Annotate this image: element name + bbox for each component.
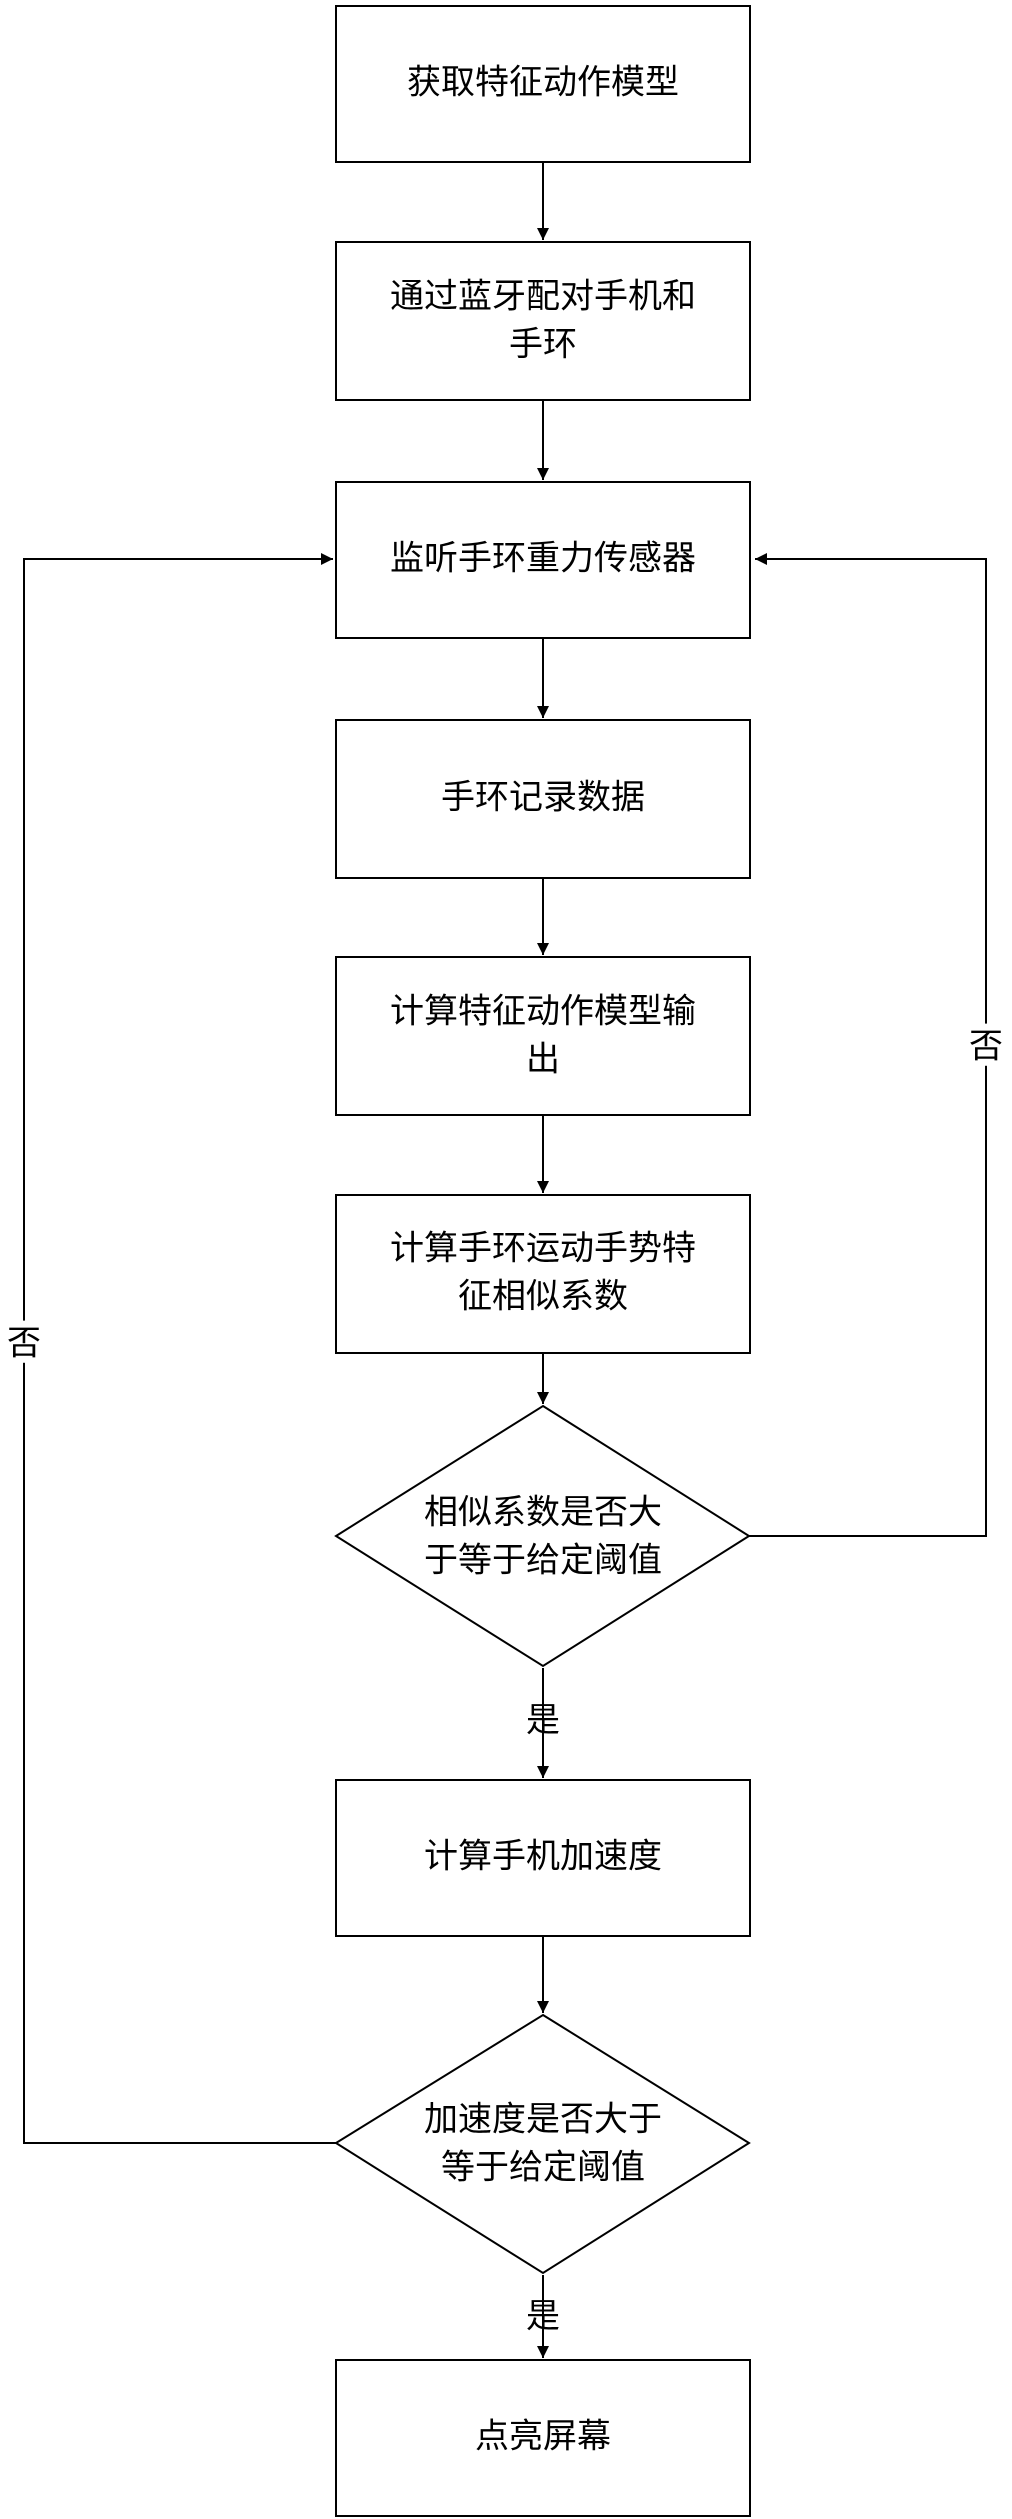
node-label: 计算特征动作模型输: [390, 992, 696, 1032]
node-label: 出: [526, 1040, 560, 1080]
node-label: 征相似系数: [458, 1277, 628, 1317]
process-light-screen: 点亮屏幕: [335, 2359, 751, 2517]
process-compute-model-output: 计算特征动作模型输 出: [335, 956, 751, 1116]
edge-label-no: 否: [969, 1027, 1003, 1067]
node-label: 加速度是否大于: [424, 2100, 662, 2140]
node-label: 于等于给定阈值: [424, 1541, 662, 1581]
edge-label-yes: 是: [526, 1701, 560, 1741]
edge-label-yes: 是: [526, 2297, 560, 2337]
process-get-model: 获取特征动作模型: [335, 5, 751, 163]
node-label: 计算手机加速度: [424, 1837, 662, 1877]
process-compute-similarity: 计算手环运动手势特 征相似系数: [335, 1194, 751, 1354]
process-listen-sensor: 监听手环重力传感器: [335, 481, 751, 639]
node-label: 手环记录数据: [441, 778, 645, 818]
process-record-data: 手环记录数据: [335, 719, 751, 879]
node-label: 获取特征动作模型: [407, 63, 679, 103]
process-bluetooth-pair: 通过蓝牙配对手机和 手环: [335, 241, 751, 401]
decision-similarity-threshold: 相似系数是否大 于等于给定阈值: [334, 1404, 751, 1668]
node-label: 等于给定阈值: [441, 2148, 645, 2188]
node-label: 手环: [509, 325, 577, 365]
decision-acceleration-threshold: 加速度是否大于 等于给定阈值: [334, 2013, 751, 2275]
node-label: 相似系数是否大: [424, 1493, 662, 1533]
connector-d2-n3: [23, 553, 336, 2144]
connector-d1-n3: [749, 553, 987, 1537]
node-label: 监听手环重力传感器: [390, 539, 696, 579]
node-label: 计算手环运动手势特: [390, 1229, 696, 1269]
node-label: 通过蓝牙配对手机和: [390, 277, 696, 317]
edge-label-no: 否: [7, 1324, 41, 1364]
node-label: 点亮屏幕: [475, 2417, 611, 2457]
process-compute-acceleration: 计算手机加速度: [335, 1779, 751, 1937]
